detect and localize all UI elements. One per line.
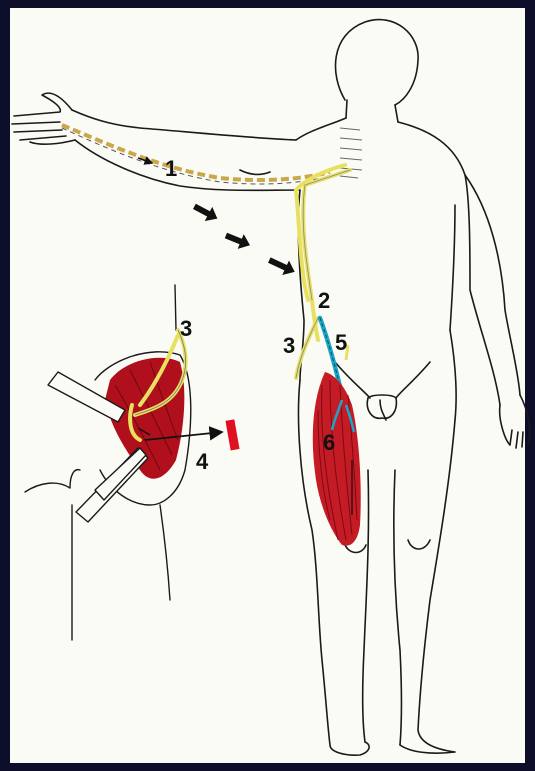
label-3-left: 3 (180, 318, 192, 340)
paper-background (10, 8, 525, 763)
label-4: 4 (196, 451, 208, 473)
label-3-right: 3 (283, 335, 295, 357)
label-5: 5 (335, 332, 347, 354)
label-2: 2 (318, 290, 330, 312)
label-1: 1 (165, 158, 177, 180)
label-6: 6 (323, 432, 335, 454)
